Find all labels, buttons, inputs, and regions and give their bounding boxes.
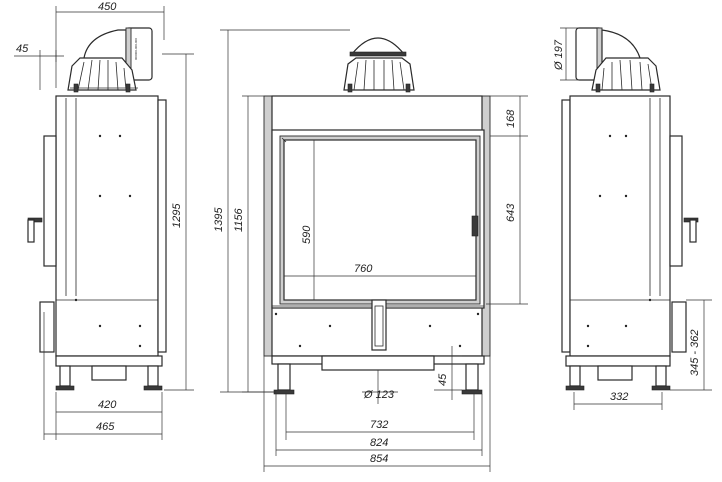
dim-1395: 1395 — [213, 207, 225, 232]
dim-590: 590 — [301, 225, 313, 244]
dim-732: 732 — [370, 419, 388, 431]
dim-465: 465 — [96, 421, 115, 433]
dim-flue-123: Ø 123 — [363, 389, 395, 401]
front-dimensions: 1395 1156 168 643 590 760 Ø 123 45 — [213, 29, 528, 472]
front-body — [263, 95, 491, 357]
dim-45-front: 45 — [437, 373, 449, 386]
left-dimensions: 450 45 1295 420 465 — [14, 1, 194, 440]
dim-643: 643 — [505, 203, 517, 222]
front-view: 1395 1156 168 643 590 760 Ø 123 45 — [213, 29, 528, 472]
dim-1156: 1156 — [233, 207, 245, 232]
dim-345-362: 345 - 362 — [689, 330, 701, 376]
dim-flue-197: Ø 197 — [553, 39, 565, 71]
right-dimensions: Ø 197 345 - 362 332 — [553, 27, 712, 410]
dim-760: 760 — [354, 263, 373, 275]
left-base — [55, 355, 163, 391]
dim-420: 420 — [98, 399, 117, 411]
left-hood — [67, 57, 138, 93]
left-side-view: 000000-000-000 — [14, 1, 194, 440]
front-base — [271, 355, 485, 395]
dim-1295: 1295 — [171, 203, 183, 228]
left-body — [27, 95, 167, 357]
right-body — [561, 95, 699, 357]
dim-168: 168 — [505, 109, 517, 128]
dim-854: 854 — [370, 453, 388, 465]
dim-824: 824 — [370, 437, 388, 449]
right-hood — [591, 57, 661, 93]
dim-450: 450 — [98, 1, 117, 13]
right-base — [565, 355, 671, 391]
right-side-view: Ø 197 345 - 362 332 — [553, 27, 712, 410]
flue-stamp-text: 000000-000-000 — [134, 38, 138, 60]
dim-332: 332 — [610, 391, 628, 403]
front-flue-dome — [343, 37, 415, 93]
dim-45-left: 45 — [16, 43, 29, 55]
